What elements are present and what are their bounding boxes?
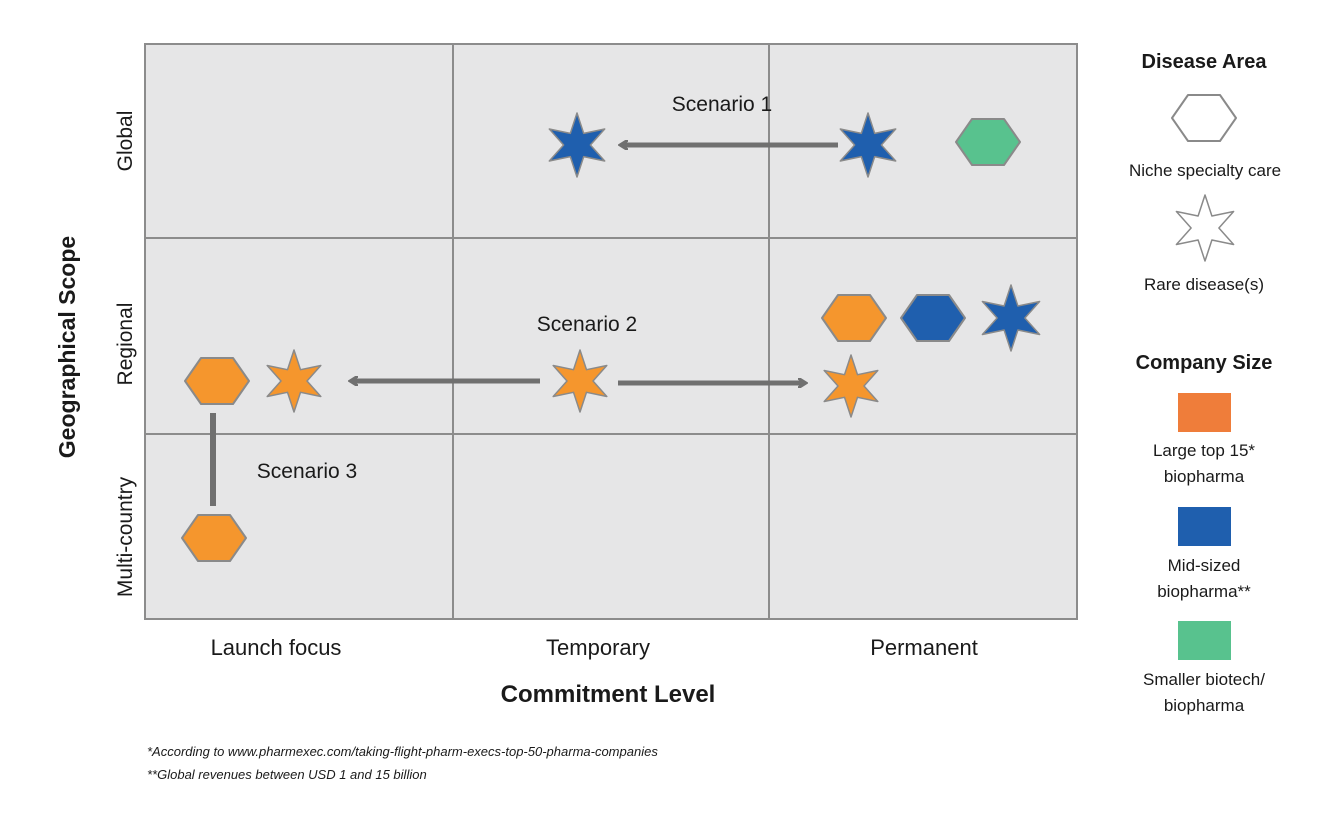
row-label-global: Global: [114, 111, 137, 172]
large-biopharma-niche-hexagon-icon: [181, 514, 247, 562]
x-axis-title: Commitment Level: [501, 681, 716, 708]
y-axis-title: Geographical Scope: [54, 236, 80, 458]
large-biopharma-niche-hexagon-icon: [184, 357, 250, 405]
legend-small-label-line1: Smaller biotech/: [1143, 670, 1265, 689]
footnote-revenue: **Global revenues between USD 1 and 15 b…: [147, 767, 427, 782]
legend-mid-swatch: [1178, 507, 1231, 546]
legend-niche-hexagon-icon: [1171, 94, 1237, 142]
mid-sized-rare-disease-star-icon: [548, 112, 606, 178]
large-biopharma-rare-disease-star-icon: [266, 349, 322, 413]
legend-large-label-line1: Large top 15*: [1153, 441, 1255, 460]
column-label-permanent: Permanent: [870, 635, 978, 660]
legend-large-label-line2: biopharma: [1164, 467, 1245, 486]
scenario-1-label: Scenario 1: [672, 93, 772, 116]
mid-sized-niche-hexagon-icon: [900, 294, 966, 342]
scenario-3-label: Scenario 3: [257, 460, 357, 483]
large-biopharma-niche-hexagon-icon: [821, 294, 887, 342]
large-biopharma-rare-disease-star-icon: [823, 354, 879, 418]
legend-company-size-title: Company Size: [1136, 352, 1273, 374]
legend-rare-star-icon: [1175, 194, 1235, 262]
legend-small-swatch: [1178, 621, 1231, 660]
legend-mid-label-line1: Mid-sized: [1168, 556, 1241, 575]
column-label-temporary: Temporary: [546, 635, 650, 660]
row-label-regional: Regional: [114, 303, 137, 386]
smaller-biotech-niche-hexagon-icon: [955, 118, 1021, 166]
scenario-2-label: Scenario 2: [537, 313, 637, 336]
column-label-launch-focus: Launch focus: [211, 635, 342, 660]
legend-large-swatch: [1178, 393, 1231, 432]
legend-small-label-line2: biopharma: [1164, 696, 1245, 715]
legend-mid-label-line2: biopharma**: [1157, 582, 1251, 601]
large-biopharma-rare-disease-star-icon: [552, 349, 608, 413]
legend-rare-label: Rare disease(s): [1144, 275, 1264, 294]
mid-sized-rare-disease-star-icon: [839, 112, 897, 178]
legend-disease-area-title: Disease Area: [1142, 51, 1268, 73]
mid-sized-rare-disease-star-icon: [981, 284, 1041, 352]
row-label-multi-country: Multi-country: [114, 476, 137, 597]
legend-niche-label: Niche specialty care: [1129, 161, 1281, 180]
footnote-source: *According to www.pharmexec.com/taking-f…: [147, 744, 658, 759]
